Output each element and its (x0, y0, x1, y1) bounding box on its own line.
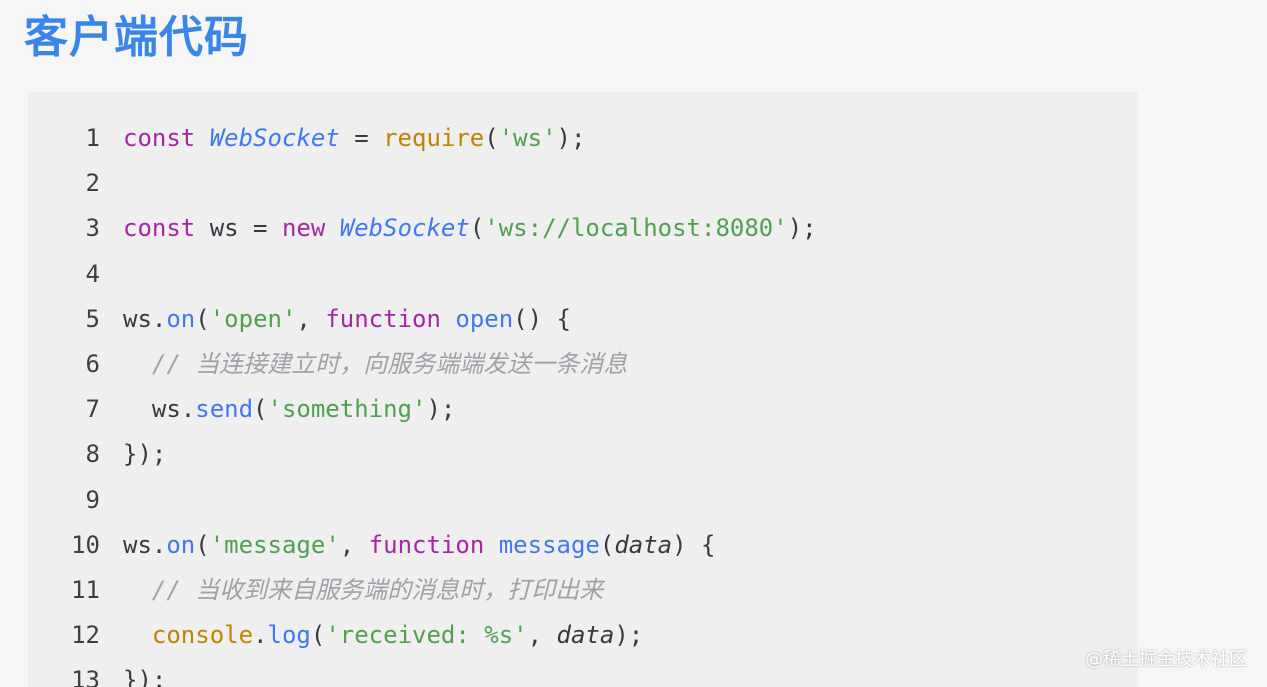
code-line: 5 ws.on('open', function open() { (28, 297, 571, 341)
code-token: ( (310, 621, 326, 650)
code-line: 3 const ws = new WebSocket('ws://localhos… (28, 206, 817, 250)
code-line: 1 const WebSocket = require('ws'); (28, 116, 586, 160)
code-line: 7 ws.send('something'); (28, 387, 456, 431)
code-token: ( (484, 124, 499, 152)
line-number: 10 (71, 530, 100, 559)
line-number: 7 (85, 395, 100, 424)
code-token: 'ws' (498, 124, 557, 152)
code-token: ws. (123, 530, 167, 559)
code-token: data (614, 530, 673, 559)
line-number: 3 (85, 214, 100, 243)
code-line: 8}); (28, 432, 167, 476)
code-token (325, 214, 339, 242)
line-number: 11 (71, 576, 100, 604)
line-number: 8 (85, 440, 100, 469)
code-token: // 当连接建立时，向服务端端发送一条消息 (151, 350, 628, 378)
code-token: () { (513, 304, 571, 333)
code-token: }); (123, 666, 167, 687)
code-token: on (166, 304, 196, 333)
code-token: data (556, 621, 615, 650)
code-token: ws = (195, 214, 282, 243)
code-line: 4 (28, 252, 123, 296)
code-token: ( (599, 530, 615, 559)
code-line: 2 (28, 161, 123, 205)
code-line: 12 console.log('received: %s', data); (28, 613, 643, 657)
code-token: // 当收到来自服务端的消息时，打印出来 (151, 576, 604, 604)
code-token: ( (469, 214, 485, 243)
code-token: console (151, 621, 254, 650)
line-number: 6 (85, 350, 100, 378)
code-token (123, 621, 152, 649)
code-token: function (325, 304, 441, 333)
line-number: 13 (71, 666, 100, 687)
code-line: 13}); (28, 658, 166, 687)
code-token: , (296, 304, 326, 333)
code-token (441, 305, 455, 333)
code-line: 11 // 当收到来自服务端的消息时，打印出来 (28, 568, 603, 612)
code-token: log (267, 621, 311, 650)
code-token: const (123, 124, 196, 152)
code-token: ( (195, 304, 210, 333)
code-token: ); (614, 621, 644, 650)
watermark-text: @稀土掘金技术社区 (1085, 649, 1247, 670)
line-number: 5 (85, 304, 100, 333)
code-token (484, 531, 498, 559)
code-token: const (123, 214, 196, 243)
code-token: 'message' (209, 530, 340, 559)
code-token: function (368, 530, 485, 559)
code-token: new (281, 214, 326, 243)
code-token: send (195, 395, 254, 424)
code-token: ( (195, 530, 210, 559)
code-token: = (339, 124, 384, 152)
code-token: ) { (672, 530, 716, 559)
line-number: 9 (85, 485, 100, 514)
code-token: . (253, 621, 268, 650)
code-token: ws. (123, 395, 196, 424)
code-token: require (383, 124, 485, 152)
code-token (195, 124, 209, 152)
code-token: , (339, 530, 369, 559)
code-line: 6 // 当连接建立时，向服务端端发送一条消息 (28, 342, 628, 386)
code-token: }); (123, 440, 167, 469)
code-token: ws. (123, 304, 167, 333)
code-token: open (455, 304, 514, 333)
code-token: WebSocket (209, 124, 340, 152)
code-token: WebSocket (339, 214, 470, 243)
code-token: ); (556, 124, 586, 152)
code-token: ( (253, 395, 268, 424)
code-token: on (166, 530, 196, 559)
code-token: message (498, 530, 600, 559)
page-title: 客户端代码 (24, 12, 249, 63)
code-token (123, 350, 152, 378)
line-number: 1 (85, 124, 100, 152)
line-number: 4 (85, 259, 100, 288)
code-line: 9 (28, 478, 123, 522)
code-token: 'something' (267, 395, 427, 424)
code-token: ); (426, 395, 456, 424)
line-number: 12 (71, 621, 100, 650)
code-token (123, 576, 152, 604)
line-number: 2 (85, 169, 100, 198)
code-token: 'ws://localhost:8080' (484, 214, 788, 243)
code-token: 'open' (209, 304, 297, 333)
code-token: ); (787, 214, 817, 243)
code-token: 'received: %s' (325, 621, 528, 650)
code-token: , (527, 621, 557, 650)
